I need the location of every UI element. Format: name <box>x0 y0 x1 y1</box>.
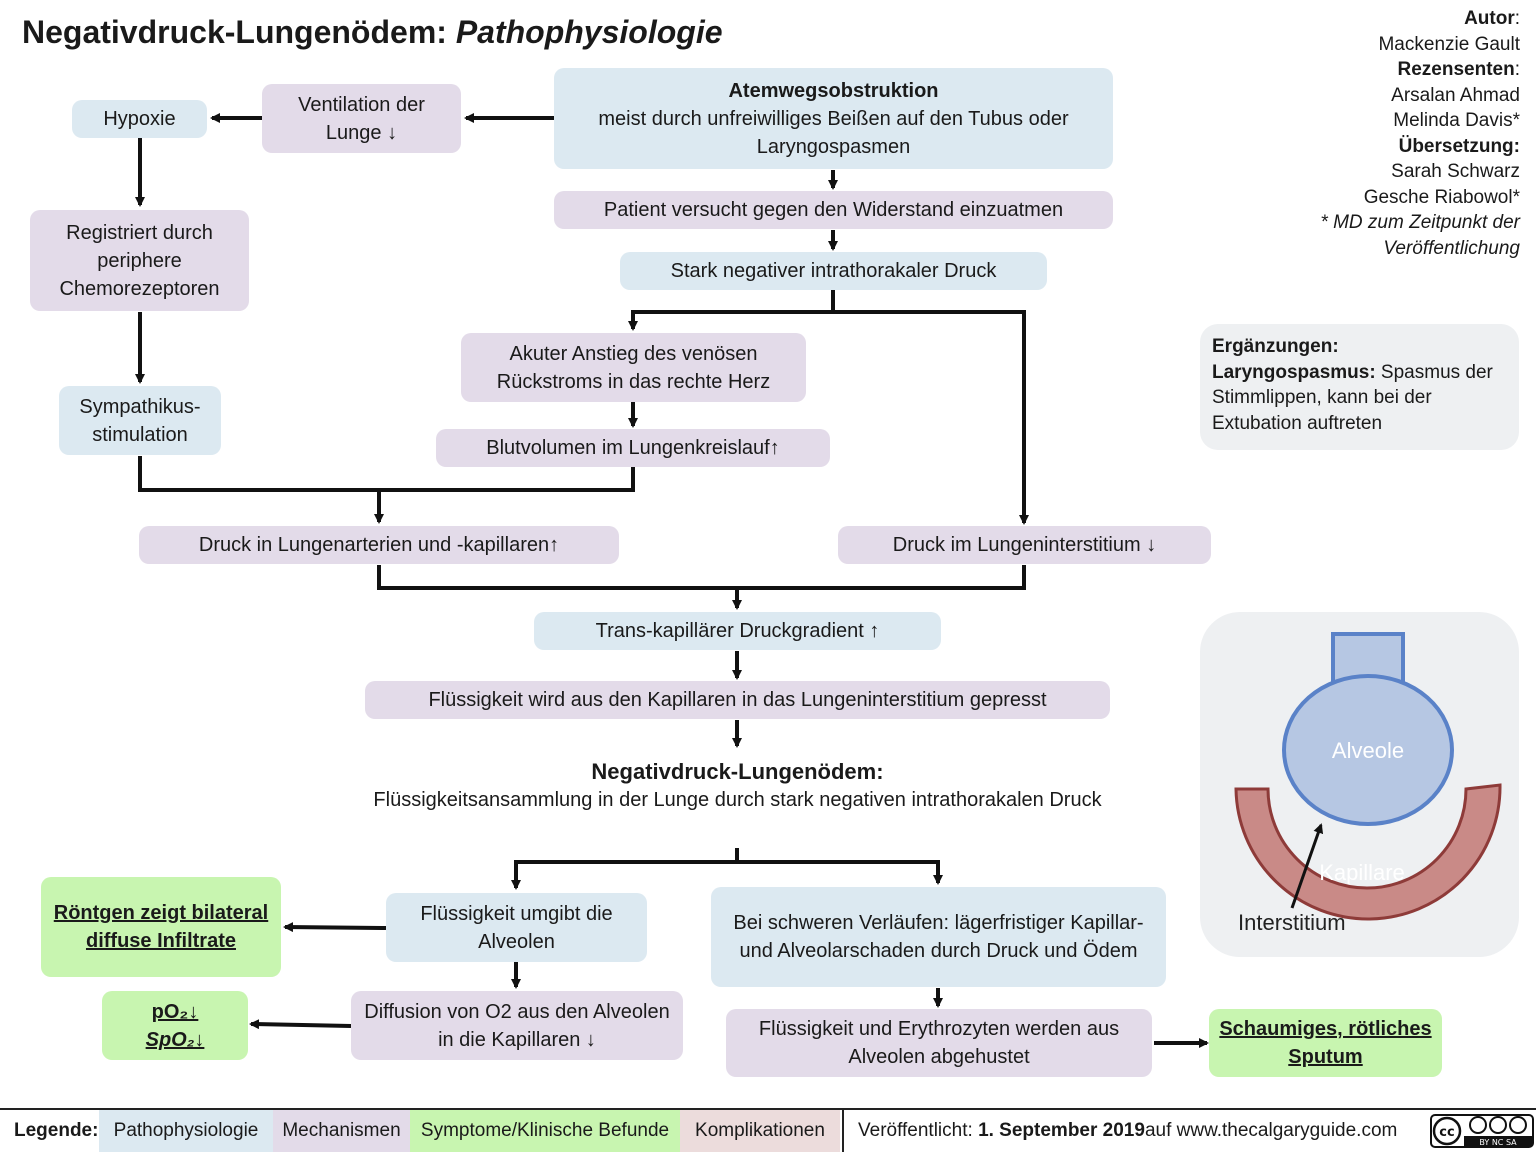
author-label: Autor <box>1464 8 1515 29</box>
reviewer: Arsalan Ahmad <box>1391 84 1520 106</box>
arrow-alveolen-roentgen <box>283 922 387 933</box>
node-title: Atemwegsobstruktion <box>728 79 939 102</box>
title-main: Negativdruck-Lungenödem: <box>22 14 456 50</box>
arrow-oedem-schwer <box>737 860 943 885</box>
kapillare-label: Kapillare <box>1319 860 1405 885</box>
interstitium-label: Interstitium <box>1238 910 1346 935</box>
node-fluessigkeit-alveolen: Flüssigkeit umgibt die Alveolen <box>386 893 647 962</box>
arrow-diffusion-po2 <box>249 1019 352 1030</box>
interstitium-pointer <box>1290 823 1324 909</box>
credits-note: Veröffentlichung <box>1383 237 1520 259</box>
alveole-label: Alveole <box>1332 738 1404 763</box>
published-prefix: Veröffentlicht: <box>858 1120 973 1141</box>
node-roentgen: Röntgen zeigt bilateral diffuse Infiltra… <box>41 877 281 977</box>
alveole-diagram: Alveole Kapillare Interstitium <box>1200 612 1519 957</box>
node-sputum: Schaumiges, rötliches Sputum <box>1209 1009 1442 1077</box>
published-suffix: auf www.thecalgaryguide.com <box>1144 1120 1398 1141</box>
cc-license-label: BY NC SA <box>1479 1138 1517 1147</box>
node-abgehustet: Flüssigkeit und Erythrozyten werden aus … <box>726 1009 1152 1077</box>
reviewer: Melinda Davis* <box>1393 110 1520 131</box>
node-text: Flüssigkeitsansammlung in der Lunge durc… <box>373 789 1102 811</box>
po2-label: pO₂↓ <box>151 1000 199 1023</box>
legend-mech: Mechanismen <box>273 1110 410 1152</box>
node-venoeser-rueckstrom: Akuter Anstieg des venösen Rückstroms in… <box>461 333 806 402</box>
spo2-label: SpO₂↓ <box>145 1028 205 1051</box>
node-patient: Patient versucht gegen den Widerstand ei… <box>554 191 1113 229</box>
legend-bar: Legende: Pathophysiologie Mechanismen Sy… <box>0 1108 1536 1152</box>
node-chemorezeptoren: Registriert durch periphere Chemorezepto… <box>30 210 249 311</box>
legend-kompl: Komplikationen <box>680 1110 840 1152</box>
node-text: meist durch unfreiwilliges Beißen auf de… <box>598 107 1069 158</box>
node-druckgradient: Trans-kapillärer Druckgradient ↑ <box>534 612 941 650</box>
node-druck-lungenarterien: Druck in Lungenarterien und -kapillaren↑ <box>139 526 619 564</box>
line-sympathikus-merge <box>138 456 635 492</box>
page-title: Negativdruck-Lungenödem: Pathophysiologi… <box>22 14 723 51</box>
cc-license-icon: cc BY NC SA <box>1430 1114 1534 1148</box>
node-fluessigkeit-gepresst: Flüssigkeit wird aus den Kapillaren in d… <box>365 681 1110 719</box>
svg-text:cc: cc <box>1439 1125 1454 1140</box>
node-druck-negativ: Stark negativer intrathorakaler Druck <box>620 252 1047 290</box>
alveole-illustration: Alveole Kapillare Interstitium <box>1234 632 1502 935</box>
published-date: 1. September 2019 <box>978 1120 1145 1141</box>
additions-term: Laryngospasmus: <box>1212 361 1376 383</box>
node-hypoxie: Hypoxie <box>72 100 207 138</box>
node-ventilation: Ventilation der Lunge ↓ <box>262 84 461 153</box>
node-po2-spo2: pO₂↓ SpO₂↓ <box>102 991 248 1060</box>
node-schwere-verlaeufe: Bei schweren Verläufen: lägerfristiger K… <box>711 887 1166 987</box>
line-arterien-merge <box>377 565 1026 590</box>
node-blutvolumen: Blutvolumen im Lungenkreislauf↑ <box>436 429 830 467</box>
arrow-druck-venoes <box>628 290 835 331</box>
legend-label: Legende: <box>14 1120 99 1141</box>
title-sub: Pathophysiologie <box>455 14 723 50</box>
publication-info: Veröffentlicht: 1. September 2019 auf ww… <box>858 1110 1428 1152</box>
node-diffusion: Diffusion von O2 aus den Alveolen in die… <box>351 991 683 1060</box>
additions-heading: Ergänzungen: <box>1212 336 1339 357</box>
alveole-shape <box>1282 674 1454 826</box>
additions-panel: Ergänzungen: Laryngospasmus: Spasmus der… <box>1200 324 1519 450</box>
translator: Sarah Schwarz <box>1391 161 1520 182</box>
node-sympathikus: Sympathikus-stimulation <box>59 386 221 455</box>
additions-definition: Spasmus der Stimmlippen, kann bei der Ex… <box>1212 361 1493 434</box>
node-negativdruck-lungenoedem: Negativdruck-Lungenödem: Flüssigkeitsans… <box>370 758 1105 814</box>
credits: Autor: Mackenzie Gault Rezensenten: Arsa… <box>1320 6 1520 261</box>
author: Mackenzie Gault <box>1378 33 1520 55</box>
legend-sympt: Symptome/Klinische Befunde <box>410 1110 680 1152</box>
node-atemwegsobstruktion: Atemwegsobstruktion meist durch unfreiwi… <box>554 68 1113 169</box>
credits-note: * MD zum Zeitpunkt der <box>1320 212 1520 233</box>
node-title: Negativdruck-Lungenödem: <box>591 759 884 784</box>
reviewers-label: Rezensenten <box>1397 59 1515 80</box>
node-druck-interstitium: Druck im Lungeninterstitium ↓ <box>838 526 1211 564</box>
legend-patho: Pathophysiologie <box>99 1110 273 1152</box>
translation-label: Übersetzung: <box>1398 135 1520 157</box>
arrow-druck-interstitium <box>833 310 1029 525</box>
legend-divider <box>842 1110 844 1152</box>
arrow-oedem-alveolen <box>511 860 737 890</box>
translator: Gesche Riabowol* <box>1363 186 1520 208</box>
